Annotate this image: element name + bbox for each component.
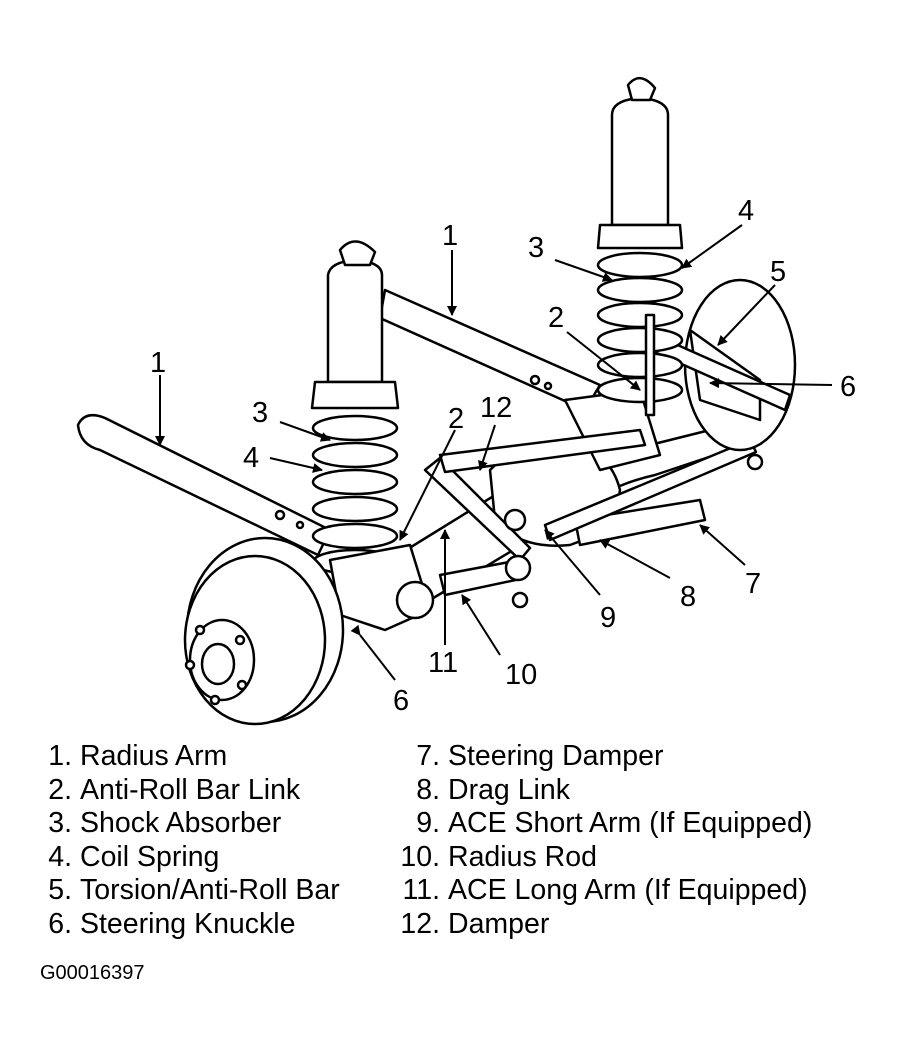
- legend-label: Torsion/Anti-Roll Bar: [80, 874, 340, 906]
- legend-label: Coil Spring: [80, 840, 220, 873]
- legend-item: 6.Steering Knuckle: [38, 908, 340, 942]
- legend-number: 5.: [48, 874, 72, 906]
- legend-label: Damper: [448, 907, 550, 940]
- legend-number: 8.: [416, 773, 440, 806]
- legend-left-column: 1.Radius Arm 2.Anti-Roll Bar Link 3.Shoc…: [38, 740, 340, 941]
- radius-arm-left: [76, 413, 332, 557]
- legend-label: ACE Long Arm (If Equipped): [448, 874, 808, 906]
- legend-label: Shock Absorber: [80, 807, 282, 839]
- suspension-diagram: 1 1 2 2 3 3 4 4 5 6 6 7 8 9 10 11 12: [76, 77, 856, 726]
- legend-number: 7.: [416, 740, 440, 772]
- callout-3-right: 3: [528, 232, 544, 264]
- callout-12: 12: [480, 392, 512, 424]
- shock-body-left: [326, 258, 384, 384]
- legend-label: Steering Damper: [448, 740, 664, 772]
- shock-seat-left: [310, 380, 400, 410]
- shock-seat-right: [596, 223, 684, 250]
- anti-roll-link-right: [644, 313, 656, 417]
- legend-number: 3.: [48, 807, 72, 839]
- legend-number: 6.: [48, 907, 72, 940]
- suspension-illustration: [76, 77, 797, 726]
- shock-body-right: [610, 96, 670, 227]
- callout-leaders: [155, 224, 833, 681]
- legend-number: 9.: [416, 807, 440, 839]
- callout-6-right: 6: [840, 371, 856, 403]
- ace-long-arm: [423, 456, 532, 562]
- legend-item: 3.Shock Absorber: [38, 807, 340, 841]
- legend-item: 2.Anti-Roll Bar Link: [38, 774, 340, 808]
- callout-4-left: 4: [243, 442, 259, 474]
- legend-right-column: 7.Steering Damper 8.Drag Link 9.ACE Shor…: [392, 740, 812, 941]
- legend-label: Drag Link: [448, 773, 570, 806]
- legend-item: 9.ACE Short Arm (If Equipped): [392, 807, 812, 841]
- callout-5: 5: [770, 256, 786, 288]
- legend-item: 10.Radius Rod: [392, 841, 812, 875]
- legend-number: 10.: [400, 840, 440, 873]
- legend-item: 12.Damper: [392, 908, 812, 942]
- legend-label: Anti-Roll Bar Link: [80, 773, 301, 806]
- coil-spring-right: [596, 251, 684, 404]
- callout-9: 9: [600, 602, 616, 634]
- callout-3-left: 3: [252, 397, 268, 429]
- legend-item: 1.Radius Arm: [38, 740, 340, 774]
- steering-damper: [573, 498, 707, 547]
- legend-number: 4.: [48, 840, 72, 873]
- callout-2-right: 2: [548, 302, 564, 334]
- callout-8: 8: [680, 581, 696, 613]
- callout-numbers: 1 1 2 2 3 3 4 4 5 6 6 7 8 9 10 11 12: [150, 195, 856, 717]
- callout-10: 10: [505, 659, 537, 691]
- callout-11: 11: [428, 647, 458, 679]
- legend-number: 11.: [402, 874, 440, 906]
- callout-2-left: 2: [448, 403, 464, 435]
- legend-item: 7.Steering Damper: [392, 740, 812, 774]
- callout-4-right: 4: [738, 195, 754, 227]
- callout-1-left: 1: [150, 347, 166, 379]
- legend-item: 8.Drag Link: [392, 774, 812, 808]
- legend-label: Steering Knuckle: [80, 907, 296, 940]
- legend-item: 5.Torsion/Anti-Roll Bar: [38, 874, 340, 908]
- legend-item: 4.Coil Spring: [38, 841, 340, 875]
- ace-short-arm: [438, 428, 647, 474]
- legend-number: 1.: [48, 740, 72, 772]
- legend-item: 11.ACE Long Arm (If Equipped): [392, 874, 812, 908]
- legend-label: Radius Arm: [80, 740, 228, 772]
- callout-6-left: 6: [393, 685, 409, 717]
- legend-number: 2.: [48, 773, 72, 806]
- legend-label: Radius Rod: [448, 840, 597, 873]
- callout-7: 7: [745, 568, 761, 600]
- callout-1-right: 1: [442, 220, 458, 252]
- figure-id: G00016397: [40, 962, 145, 984]
- legend-label: ACE Short Arm (If Equipped): [448, 807, 813, 839]
- legend-number: 12.: [400, 907, 440, 940]
